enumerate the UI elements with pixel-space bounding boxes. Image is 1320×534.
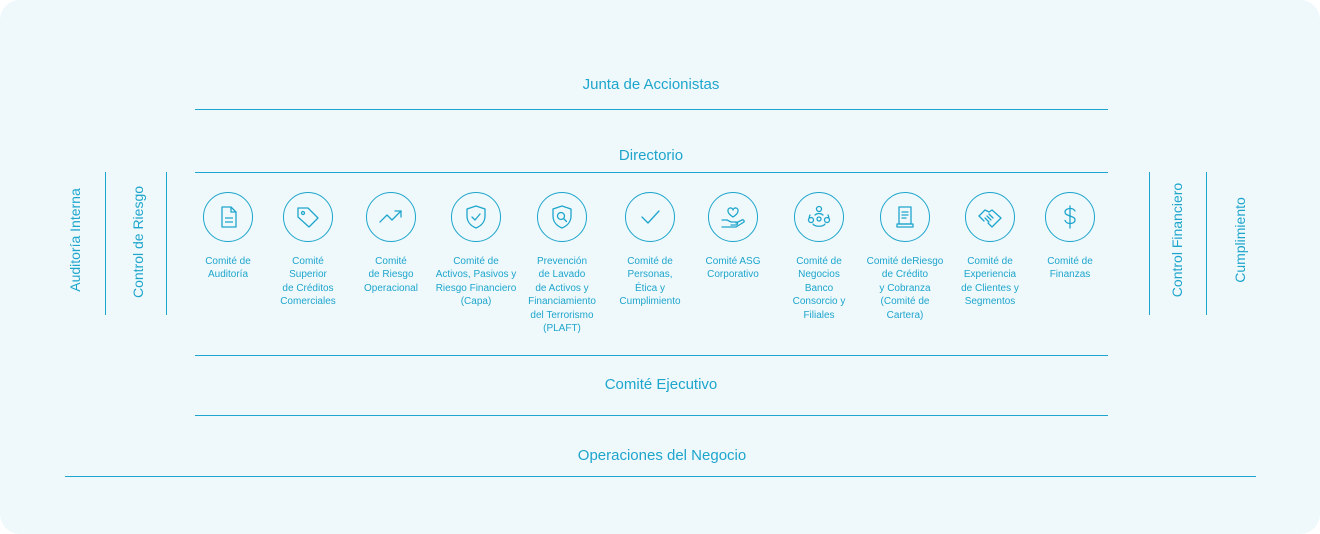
committee-finanzas[interactable]: Comité de Finanzas xyxy=(1022,192,1118,282)
committee-label: Comité de Activos, Pasivos y Riesgo Fina… xyxy=(435,256,517,308)
committee-personas[interactable]: Comité de Personas, Ética y Cumplimiento xyxy=(602,192,698,309)
committee-label: Comité de Auditoría xyxy=(205,256,251,281)
cumplimiento-label: Cumplimiento xyxy=(1232,197,1248,283)
operaciones-title: Operaciones del Negocio xyxy=(577,447,747,464)
hand-heart-icon xyxy=(708,192,758,242)
dollar-icon xyxy=(1045,192,1095,242)
shield-check-icon xyxy=(451,192,501,242)
operaciones-divider xyxy=(65,476,1256,477)
trend-up-icon xyxy=(366,192,416,242)
network-people-icon xyxy=(794,192,844,242)
committee-cartera[interactable]: Comité deRiesgo de Crédito y Cobranza (C… xyxy=(857,192,953,322)
committee-label: Comité de Riesgo Operacional xyxy=(364,256,418,294)
committee-label: Comité ASG Corporativo xyxy=(705,256,761,281)
committee-auditoria[interactable]: Comité de Auditoría xyxy=(180,192,276,282)
comite-ejecutivo-title: Comité Ejecutivo xyxy=(604,376,718,393)
committee-label: Comité de Personas, Ética y Cumplimiento xyxy=(619,256,681,308)
control-financiero-line xyxy=(1149,172,1150,315)
committee-creditos-comerciales[interactable]: Comité Superior de Créditos Comerciales xyxy=(260,192,356,309)
directorio-divider xyxy=(195,172,1108,173)
comite-ejecutivo-divider xyxy=(195,415,1108,416)
control-financiero-label: Control Financiero xyxy=(1169,182,1185,298)
receipt-icon xyxy=(880,192,930,242)
document-icon xyxy=(203,192,253,242)
committee-capa[interactable]: Comité de Activos, Pasivos y Riesgo Fina… xyxy=(428,192,524,309)
committee-label: Comité de Finanzas xyxy=(1047,256,1093,281)
committee-plaft[interactable]: Prevención de Lavado de Activos y Financ… xyxy=(514,192,610,335)
auditoria-interna-line xyxy=(105,172,106,315)
junta-divider xyxy=(195,109,1108,110)
shield-search-icon xyxy=(537,192,587,242)
checkmark-icon xyxy=(625,192,675,242)
control-riesgo-line xyxy=(166,172,167,315)
directorio-title: Directorio xyxy=(618,147,684,164)
committee-riesgo-operacional[interactable]: Comité de Riesgo Operacional xyxy=(343,192,439,295)
committee-negocios[interactable]: Comité de Negocios Banco Consorcio y Fil… xyxy=(771,192,867,322)
committee-label: Prevención de Lavado de Activos y Financ… xyxy=(528,256,596,335)
control-riesgo-label: Control de Riesgo xyxy=(130,185,146,299)
auditoria-interna-label: Auditoría Interna xyxy=(67,188,83,292)
committee-label: Comité Superior de Créditos Comerciales xyxy=(280,256,336,308)
junta-title: Junta de Accionistas xyxy=(582,76,720,93)
committee-label: Comité deRiesgo de Crédito y Cobranza (C… xyxy=(866,256,944,321)
committee-label: Comité de Experiencia de Clientes y Segm… xyxy=(961,256,1019,308)
committee-experiencia[interactable]: Comité de Experiencia de Clientes y Segm… xyxy=(942,192,1038,309)
committees-bottom-divider xyxy=(195,355,1108,356)
committee-asg[interactable]: Comité ASG Corporativo xyxy=(685,192,781,282)
handshake-icon xyxy=(965,192,1015,242)
cumplimiento-line xyxy=(1206,172,1207,315)
committee-label: Comité de Negocios Banco Consorcio y Fil… xyxy=(792,256,846,321)
tag-icon xyxy=(283,192,333,242)
